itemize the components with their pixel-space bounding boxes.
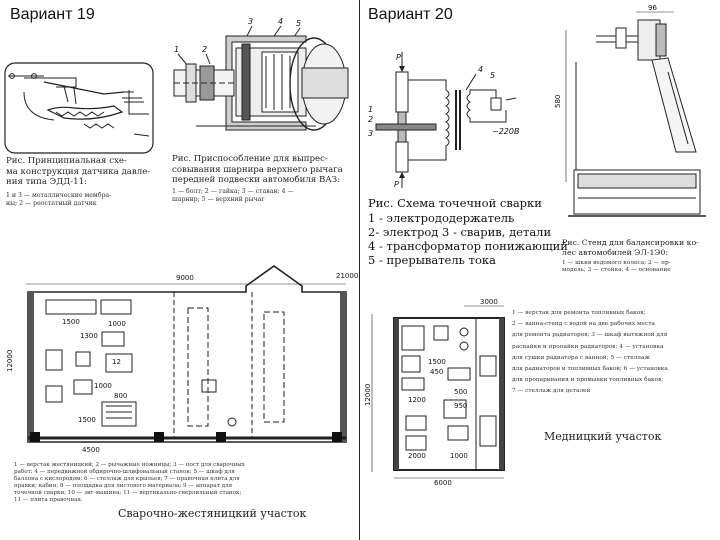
fig2-caption: Рис. Приспособление для выпрес- совывани…	[172, 154, 357, 186]
stand-legend-line: 1 — шкив ведомого колеса; 2 — пр-	[562, 260, 671, 266]
scheme-item: 1 - электрододержатель	[368, 211, 515, 225]
stand-height-dim: 580	[554, 95, 562, 108]
plan20-legend-line: для пропаривания и промывки топливных ба…	[512, 377, 664, 384]
press-fixture-diagram: 3 4 5 1 2	[173, 17, 349, 131]
plan19-legend: 1 — верстак жестяницкий; 2 — рычажные но…	[14, 462, 245, 504]
plan19-dim: 1000	[94, 382, 112, 390]
plan20-legend-line: 2 — ванна-стенд с водой на две рабочих м…	[512, 321, 655, 328]
scheme-label-3: 3	[368, 129, 373, 138]
plan20-dim: 500	[454, 388, 467, 396]
variant-19-title: Вариант 19	[10, 6, 95, 23]
stand-top-dim: 96	[648, 4, 657, 12]
plan20-dim: 2000	[408, 452, 426, 460]
plan20-dim: 950	[454, 402, 467, 410]
fig2-caption-line: совывания шарнира верхнего рычага	[172, 164, 343, 175]
plan19-legend-line: баллона с кислородом; 6 — стеллаж для кр…	[14, 476, 240, 482]
scheme-heading: Рис. Схема точечной сварки	[368, 196, 542, 210]
plan20-legend-line: 1 — верстак для ремонта топливных баков;	[512, 310, 646, 316]
fig1-legend-line: ны; 2 — реостатный датчик	[6, 200, 97, 207]
plan19-dim: 21000	[336, 272, 358, 280]
force-label-top: P	[396, 53, 401, 62]
stand-legend: 1 — шкив ведомого колеса; 2 — пр- модель…	[562, 260, 671, 274]
fig2-label-1: 1	[174, 45, 179, 54]
plan19-legend-line: правки; кабин; 8 — площадка для листовог…	[14, 483, 233, 489]
plan19-dim: 1500	[62, 318, 80, 326]
welding-shop-floor-plan: 1500 1000 1300 12 1000 800 1500 4500 900…	[6, 265, 358, 454]
fig2-label-5: 5	[296, 19, 301, 28]
plan19-dim: 4500	[82, 446, 100, 454]
plan20-legend-line: для сушки радиатора с ванной; 5 — стелла…	[512, 354, 650, 361]
fig1-legend-line: 1 и 3 — металлические мембра-	[6, 192, 112, 199]
stand-legend-line: модель; 3 — стойка; 4 — основание	[562, 267, 671, 273]
scheme-item: 2- электрод 3 - сварив, детали	[368, 225, 552, 239]
plan20-dim: 1500	[428, 358, 446, 366]
scheme-item: 4 - трансформатор понижающий	[368, 239, 568, 253]
plan19-dim: 12000	[6, 350, 14, 372]
voltage-label: ~220В	[492, 127, 519, 136]
scheme-label-1: 1	[368, 105, 373, 114]
scheme-item: 5 - прерыватель тока	[368, 253, 496, 267]
plan20-legend-line: для ремонта радиаторов; 3 — шкаф вытяжно…	[512, 332, 668, 339]
plan20-dim: 3000	[480, 298, 498, 306]
fig2-legend: 1 — болт; 2 — гайка; 3 — ставан; 4 — шар…	[172, 188, 294, 204]
fig1-legend: 1 и 3 — металлические мембра- ны; 2 — ре…	[6, 192, 111, 208]
fig2-label-2: 2	[202, 45, 207, 54]
plan20-legend: 1 — верстак для ремонта топливных баков;…	[512, 308, 668, 398]
fig1-caption: Рис. Принципиальная схе- ма конструкция …	[6, 156, 156, 188]
balancing-stand-diagram: 96 580	[554, 4, 706, 217]
plan19-legend-line: 11 — плита правочная.	[14, 497, 83, 503]
stand-caption-line: лес автомобилей ЭЛ-1Э0:	[562, 247, 668, 257]
fig2-legend-line: шарнир; 5 — верхний рычаг	[172, 196, 265, 203]
plan19-legend-line: 1 — верстак жестяницкий; 2 — рычажные но…	[14, 462, 245, 468]
plan19-dim: 1300	[80, 332, 98, 340]
spot-welding-diagram: P P 1 2 3 4 5 ~220В	[368, 52, 519, 189]
plan19-legend-line: точечной сварки; 10 — зиг-машина; 11 — в…	[14, 490, 242, 496]
column-divider	[359, 0, 360, 540]
plan20-dim: 1000	[450, 452, 468, 460]
scheme-label-2: 2	[368, 115, 373, 124]
plan19-dim: 1000	[108, 320, 126, 328]
scheme-caption: Рис. Схема точечной сварки 1 - электродо…	[368, 196, 568, 267]
plan20-legend-line: распайки и пропайки радиаторов; 4 — уста…	[512, 343, 664, 350]
scheme-label-4: 4	[478, 65, 483, 74]
force-label-bottom: P	[394, 180, 399, 189]
fig1-caption-line: ния типа ЭДД-11:	[6, 177, 87, 187]
plan19-dim: 12	[112, 358, 121, 366]
plan19-title: Сварочно-жестяницкий участок	[118, 507, 307, 520]
plan20-dim: 1200	[408, 396, 426, 404]
coppersmith-floor-plan: 3000 12000 1200 1500 450 500 950 2000 10…	[364, 298, 505, 487]
plan20-dim: 6000	[434, 479, 452, 487]
plan20-title: Медницкий участок	[544, 430, 662, 443]
fig2-caption-line: Рис. Приспособление для выпрес-	[172, 154, 328, 164]
plan19-dim: 800	[114, 392, 127, 400]
plan19-dim: 1500	[78, 416, 96, 424]
fig2-legend-line: 1 — болт; 2 — гайка; 3 — ставан; 4 —	[172, 188, 294, 195]
fig2-label-3: 3	[248, 17, 253, 26]
fig2-caption-line: передней подвески автомобиля ВАЗ:	[172, 175, 341, 185]
plan20-dim: 12000	[364, 384, 372, 406]
plan20-dim: 450	[430, 368, 443, 376]
stand-caption-line: Рис. Стенд для балансировки ко-	[562, 238, 699, 247]
plan19-dim: 9000	[176, 274, 194, 282]
fig1-caption-line: ма конструкция датчика давле-	[6, 166, 151, 177]
fig1-caption-line: Рис. Принципиальная схе-	[6, 156, 127, 166]
variant-20-title: Вариант 20	[368, 6, 453, 23]
plan20-legend-line: 7 — стеллаж для деталей	[512, 388, 591, 395]
stand-caption: Рис. Стенд для балансировки ко- лес авто…	[562, 238, 699, 257]
fig2-label-4: 4	[278, 17, 283, 26]
plan19-legend-line: работ; 4 — передвижной обдирочно-шлифова…	[14, 469, 235, 475]
scheme-label-5: 5	[490, 71, 495, 80]
plan20-legend-line: для радиаторов и топливных баков; 6 — ус…	[512, 366, 668, 373]
pressure-sensor-diagram	[4, 62, 154, 154]
